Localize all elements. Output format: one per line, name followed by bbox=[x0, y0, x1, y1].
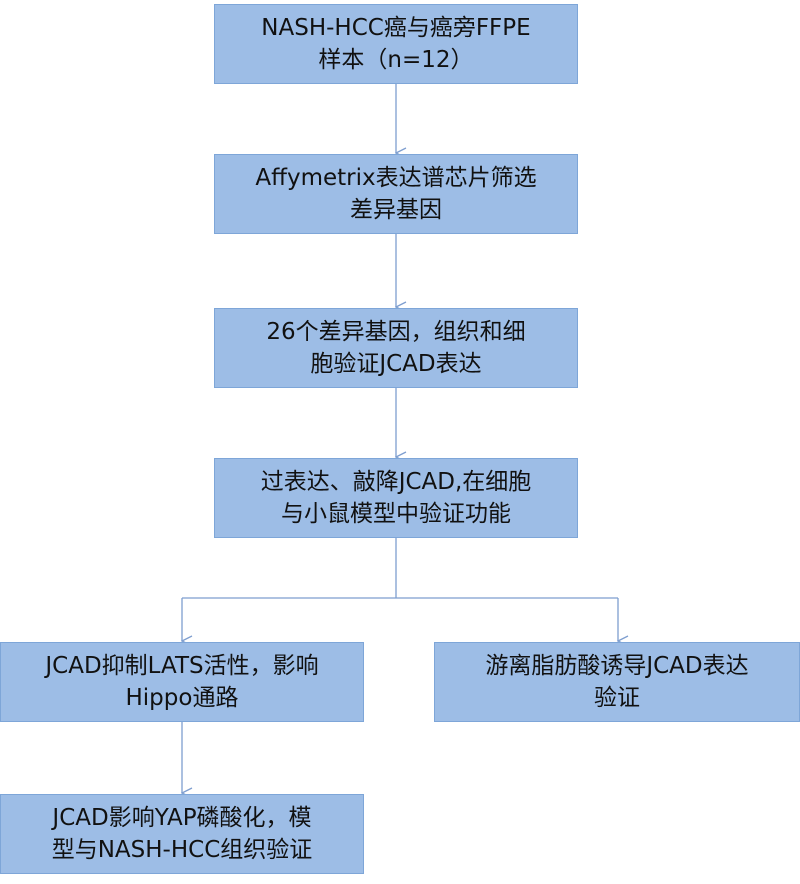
step-function-validation-box: 过表达、敲降JCAD,在细胞 与小鼠模型中验证功能 bbox=[214, 458, 578, 538]
step-jcad-validation-label: 26个差异基因，组织和细 胞验证JCAD表达 bbox=[266, 319, 526, 377]
step-microarray-screening-label: Affymetrix表达谱芯片筛选 差异基因 bbox=[255, 165, 537, 223]
step-jcad-validation-box: 26个差异基因，组织和细 胞验证JCAD表达 bbox=[214, 308, 578, 388]
step-microarray-screening-box: Affymetrix表达谱芯片筛选 差异基因 bbox=[214, 154, 578, 234]
step-yap-phosphorylation-box: JCAD影响YAP磷酸化，模 型与NASH-HCC组织验证 bbox=[0, 794, 364, 874]
step-sample-collection-box: NASH-HCC癌与癌旁FFPE 样本（n=12） bbox=[214, 4, 578, 84]
step-yap-phosphorylation-label: JCAD影响YAP磷酸化，模 型与NASH-HCC组织验证 bbox=[51, 805, 313, 863]
step-lats-hippo-box: JCAD抑制LATS活性，影响 Hippo通路 bbox=[0, 642, 364, 722]
step-lats-hippo-label: JCAD抑制LATS活性，影响 Hippo通路 bbox=[45, 653, 319, 711]
step-function-validation-label: 过表达、敲降JCAD,在细胞 与小鼠模型中验证功能 bbox=[260, 469, 532, 527]
step-sample-collection-label: NASH-HCC癌与癌旁FFPE 样本（n=12） bbox=[261, 15, 531, 73]
step-ffa-induction-box: 游离脂肪酸诱导JCAD表达 验证 bbox=[434, 642, 800, 722]
step-ffa-induction-label: 游离脂肪酸诱导JCAD表达 验证 bbox=[485, 653, 749, 711]
